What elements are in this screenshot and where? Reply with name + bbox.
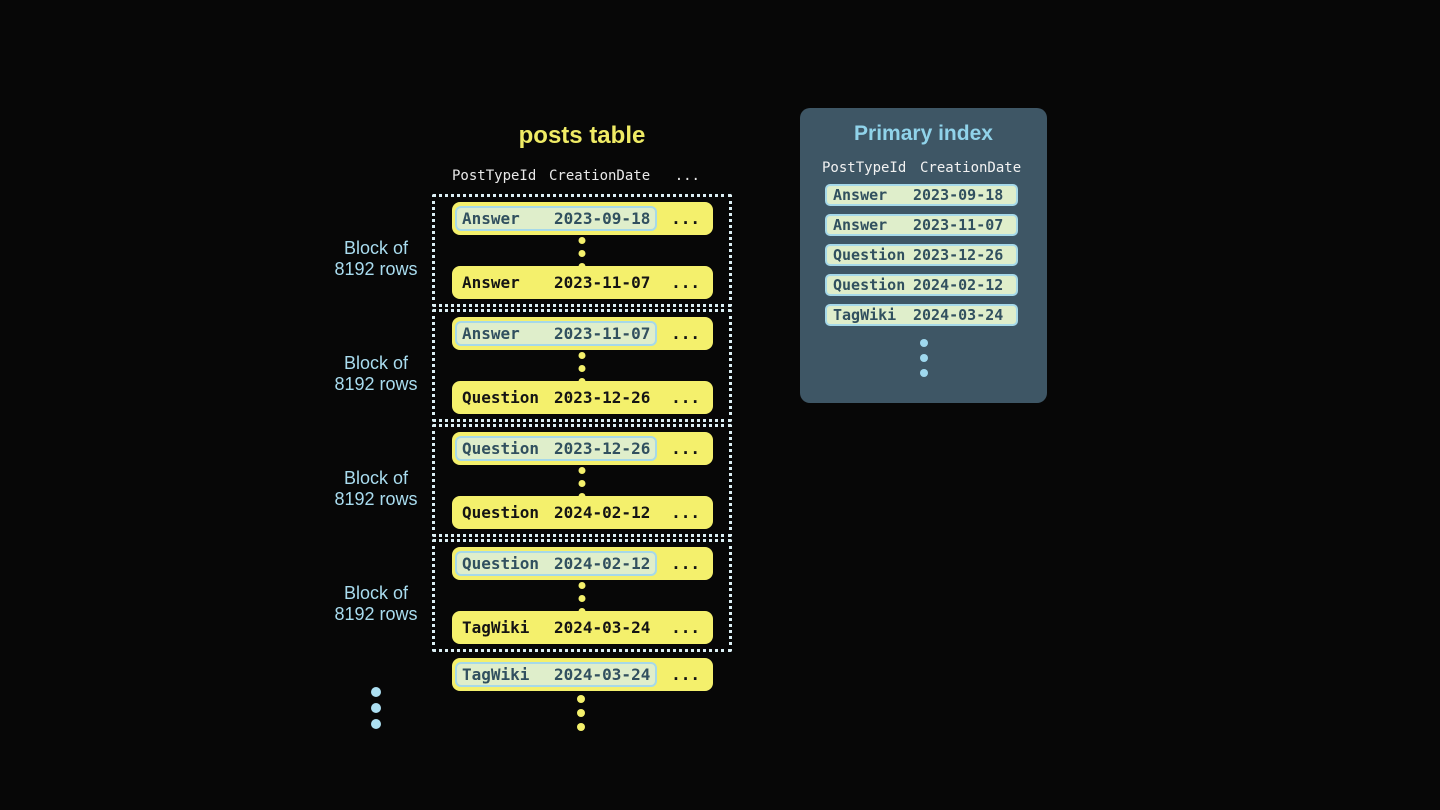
column-header-ellipsis: ...: [674, 168, 700, 184]
column-header-posttypeid: PostTypeId: [452, 168, 537, 184]
row-creationdate: 2023-11-07: [554, 273, 651, 292]
row-key: Question 2023-12-26: [455, 385, 657, 410]
index-posttype: Answer: [833, 216, 888, 234]
row-posttype: Answer: [462, 273, 520, 292]
block-label-line1: Block of: [343, 238, 409, 258]
row-key: Answer 2023-11-07: [455, 270, 657, 295]
block-label: Block of 8192 rows: [306, 353, 446, 395]
row-creationdate: 2023-12-26: [554, 388, 651, 407]
row-ellipsis: ...: [671, 209, 700, 228]
block-label-line2: 8192 rows: [334, 374, 418, 394]
row-creationdate: 2024-02-12: [554, 554, 651, 573]
index-entry: Question 2023-12-26: [825, 244, 1018, 266]
row-creationdate: 2023-12-26: [554, 439, 651, 458]
index-entry: Answer 2023-09-18: [825, 184, 1018, 206]
index-posttype: Question: [833, 246, 906, 264]
index-creationdate: 2024-03-24: [913, 306, 1004, 324]
index-entry: Question 2024-02-12: [825, 274, 1018, 296]
table-row: Question 2024-02-12 ...: [452, 547, 713, 580]
table-row: Answer 2023-11-07 ...: [452, 266, 713, 299]
index-creationdate: 2023-12-26: [913, 246, 1004, 264]
block-label-line1: Block of: [343, 583, 409, 603]
row-posttype: TagWiki: [462, 618, 530, 637]
posts-table-column-headers: PostTypeId CreationDate ...: [452, 168, 713, 184]
table-row: Question 2023-12-26 ...: [452, 432, 713, 465]
block-label-line1: Block of: [343, 468, 409, 488]
block-label: Block of 8192 rows: [306, 583, 446, 625]
row-block: Question 2024-02-12 ... TagWiki 2024-03-…: [432, 539, 732, 652]
block-label: Block of 8192 rows: [306, 468, 446, 510]
row-key-highlight: Answer 2023-11-07: [455, 321, 658, 346]
table-row: Question 2024-02-12 ...: [452, 496, 713, 529]
block-label-line2: 8192 rows: [334, 604, 418, 624]
row-block: Answer 2023-11-07 ... Question 2023-12-2…: [432, 309, 732, 422]
primary-index-title: Primary index: [854, 122, 993, 145]
primary-index-column-headers: PostTypeId CreationDate: [822, 160, 1047, 176]
index-posttype: Answer: [833, 186, 888, 204]
more-rows-dots: [577, 695, 585, 731]
column-header-creationdate: CreationDate: [549, 168, 651, 184]
row-creationdate: 2023-09-18: [554, 209, 651, 228]
row-ellipsis: ...: [671, 439, 700, 458]
block-label: Block of 8192 rows: [306, 238, 446, 280]
column-header-posttypeid: PostTypeId: [822, 160, 907, 176]
row-ellipsis: ...: [671, 273, 700, 292]
table-row: Answer 2023-11-07 ...: [452, 317, 713, 350]
table-row: Answer 2023-09-18 ...: [452, 202, 713, 235]
row-key-highlight: Question 2024-02-12: [455, 551, 658, 576]
row-posttype: Answer: [462, 324, 520, 343]
index-creationdate: 2023-09-18: [913, 186, 1004, 204]
column-header-creationdate: CreationDate: [920, 160, 1022, 176]
row-ellipsis: ...: [671, 618, 700, 637]
more-blocks-dots: [371, 687, 381, 729]
row-posttype: Question: [462, 439, 540, 458]
row-ellipsis: ...: [671, 388, 700, 407]
row-key: Question 2024-02-12: [455, 500, 657, 525]
table-row: Question 2023-12-26 ...: [452, 381, 713, 414]
row-ellipsis: ...: [671, 554, 700, 573]
block-label-line2: 8192 rows: [334, 489, 418, 509]
row-posttype: Question: [462, 388, 540, 407]
index-entry: Answer 2023-11-07: [825, 214, 1018, 236]
row-ellipsis: ...: [671, 665, 700, 684]
posts-table-title: posts table: [518, 122, 646, 149]
row-key: TagWiki 2024-03-24: [455, 615, 657, 640]
block-label-line2: 8192 rows: [334, 259, 418, 279]
row-ellipsis: ...: [671, 503, 700, 522]
row-posttype: Question: [462, 554, 540, 573]
row-posttype: TagWiki: [462, 665, 530, 684]
row-creationdate: 2024-03-24: [554, 665, 651, 684]
index-posttype: Question: [833, 276, 906, 294]
table-row-next-block-start: TagWiki 2024-03-24 ...: [452, 658, 713, 691]
block-label-line1: Block of: [343, 353, 409, 373]
primary-index-panel: Primary index PostTypeId CreationDate An…: [800, 108, 1047, 403]
row-key-highlight: Question 2023-12-26: [455, 436, 658, 461]
index-creationdate: 2023-11-07: [913, 216, 1004, 234]
row-key-highlight: TagWiki 2024-03-24: [455, 662, 658, 687]
row-key-highlight: Answer 2023-09-18: [455, 206, 658, 231]
row-block: Question 2023-12-26 ... Question 2024-02…: [432, 424, 732, 537]
more-index-entries-dots: [800, 339, 1047, 377]
row-ellipsis: ...: [671, 324, 700, 343]
index-posttype: TagWiki: [833, 306, 897, 324]
table-row: TagWiki 2024-03-24 ...: [452, 611, 713, 644]
row-creationdate: 2024-02-12: [554, 503, 651, 522]
row-block: Answer 2023-09-18 ... Answer 2023-11-07 …: [432, 194, 732, 307]
index-entry: TagWiki 2024-03-24: [825, 304, 1018, 326]
index-creationdate: 2024-02-12: [913, 276, 1004, 294]
row-creationdate: 2023-11-07: [554, 324, 651, 343]
row-posttype: Question: [462, 503, 540, 522]
row-creationdate: 2024-03-24: [554, 618, 651, 637]
row-posttype: Answer: [462, 209, 520, 228]
